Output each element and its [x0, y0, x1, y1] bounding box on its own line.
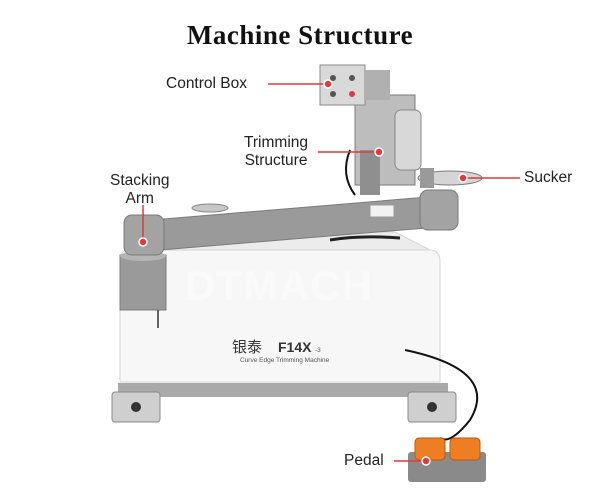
label-stacking-arm-line1: Stacking: [110, 172, 170, 189]
trimming-head: [345, 94, 422, 218]
label-trimming-structure: Trimming Structure: [244, 134, 308, 170]
machine-subtitle: Curve Edge Trimming Machine: [240, 357, 330, 364]
machine-body: DTMACH 银泰 F14X -3 Curve Edge Trimming Ma…: [119, 231, 441, 383]
watermark-text: DTMACH: [185, 262, 373, 309]
model-number: F14X: [278, 339, 312, 355]
label-control-box: Control Box: [166, 75, 247, 92]
brand-chinese-name: 银泰: [232, 338, 262, 356]
base-frame: [111, 383, 457, 423]
label-stacking-arm: Stacking Arm: [110, 172, 169, 208]
control-box: [319, 64, 390, 106]
model-suffix: -3: [315, 347, 321, 354]
label-pedal: Pedal: [344, 452, 384, 469]
page-title: Machine Structure: [186, 20, 414, 50]
label-sucker: Sucker: [524, 169, 573, 186]
label-trimming-structure-line1: Trimming: [244, 134, 309, 151]
callout-markers: [138, 79, 520, 466]
label-stacking-arm-line2: Arm: [125, 190, 154, 207]
label-trimming-structure-line2: Structure: [244, 152, 308, 169]
